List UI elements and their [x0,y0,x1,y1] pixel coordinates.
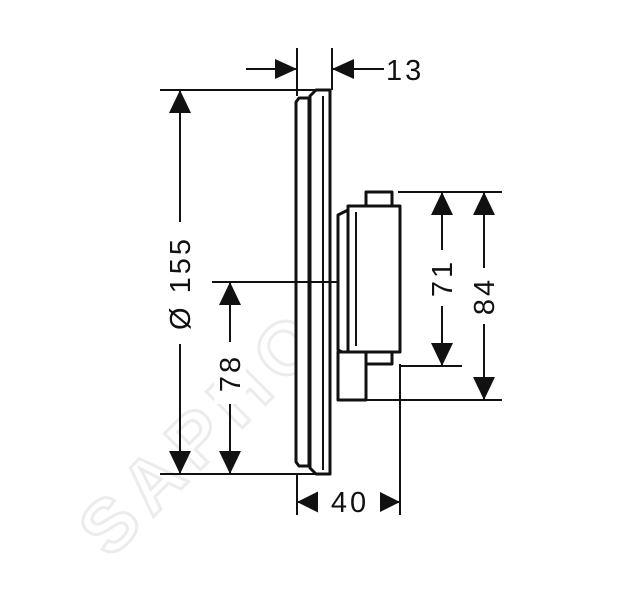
extension-lines [160,48,502,515]
dim-top-width-label: 13 [386,55,424,87]
dim-upper-inner-label: 71 [427,259,459,297]
dim-lower-height-label: 78 [215,354,247,392]
dim-upper-outer-label: 84 [469,277,501,315]
valve-bottom-cap [364,350,394,366]
label-backgrounds [164,222,500,516]
dim-diameter-label: Ø 155 [165,236,197,330]
valve-top-cap [364,190,394,208]
valve-connector [336,350,368,402]
dim-depth-label: 40 [331,487,369,519]
dimension-labels: 13 Ø 155 78 71 84 40 [165,55,501,519]
